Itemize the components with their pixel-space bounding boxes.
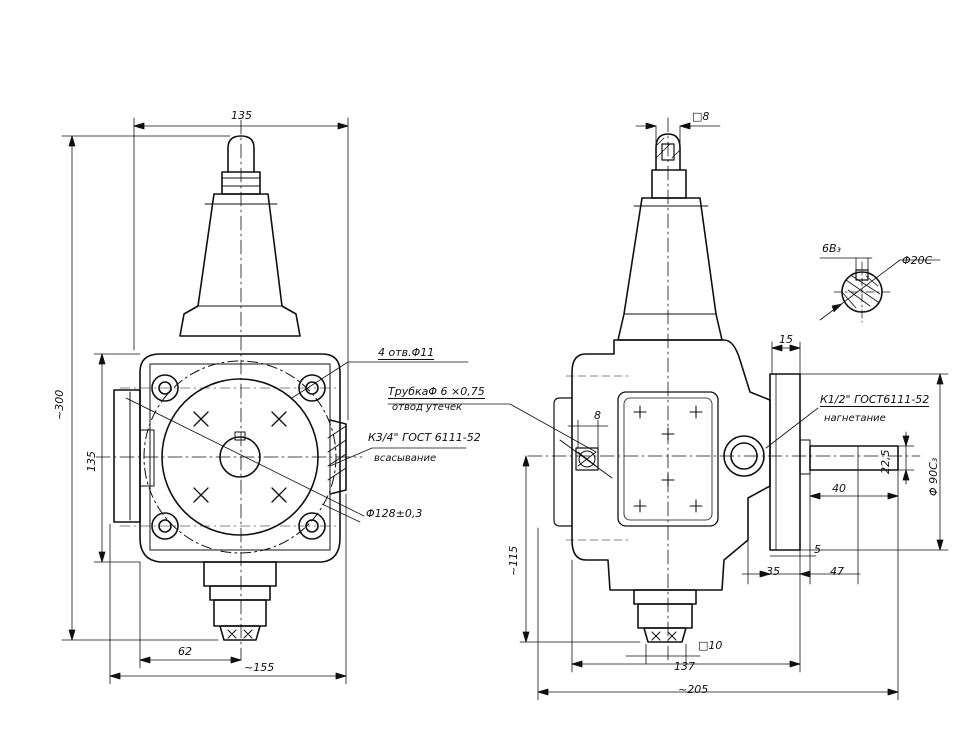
note-pressure: К1/2" ГОСТ6111-52 xyxy=(820,393,930,407)
dim-side-137: 137 xyxy=(674,660,695,673)
dim-section-diam: Φ20С xyxy=(902,254,933,267)
dim-side-key-square-top: □8 xyxy=(692,110,710,123)
dim-side-47: 47 xyxy=(830,565,844,578)
side-view xyxy=(528,118,920,660)
note-suction: К3/4" ГОСТ 6111-52 xyxy=(368,431,481,444)
front-dimensions xyxy=(62,118,468,684)
dim-side-shaft-diam: Φ 90С₃ xyxy=(927,457,940,496)
note-suction-sub: всасывание xyxy=(374,453,437,464)
dim-front-flange-height: 135 xyxy=(85,451,98,472)
note-drain-sub: отвод утечек xyxy=(392,402,463,413)
dim-front-width-top: 135 xyxy=(231,109,252,122)
dim-side-22-5: 22,5 xyxy=(879,449,892,475)
shaft-section xyxy=(820,258,940,322)
dim-front-bottom-155: ~155 xyxy=(244,661,275,674)
dim-side-40: 40 xyxy=(832,482,846,495)
dim-side-35: 35 xyxy=(766,565,780,578)
front-view xyxy=(96,120,364,660)
dim-side-key-width: 15 xyxy=(779,333,793,346)
dim-front-bottom-62: 62 xyxy=(178,645,192,658)
note-holes: 4 отв.Φ11 xyxy=(378,346,435,360)
dim-section-key: 6В₃ xyxy=(822,242,841,255)
dim-front-height-total: ~300 xyxy=(53,389,66,420)
dim-side-115: ~115 xyxy=(507,545,520,576)
note-pressure-sub: нагнетание xyxy=(824,413,886,424)
dim-side-5: 5 xyxy=(814,543,821,556)
dim-side-tube-8: 8 xyxy=(594,409,601,422)
note-bolt-circle: Φ128±0,3 xyxy=(366,507,423,520)
note-drain: ТрубкаΦ 6 ×0,75 xyxy=(388,385,485,399)
side-dimensions xyxy=(388,123,948,700)
dim-side-square-bottom: □10 xyxy=(698,639,723,652)
dim-side-205: ~205 xyxy=(678,683,709,696)
